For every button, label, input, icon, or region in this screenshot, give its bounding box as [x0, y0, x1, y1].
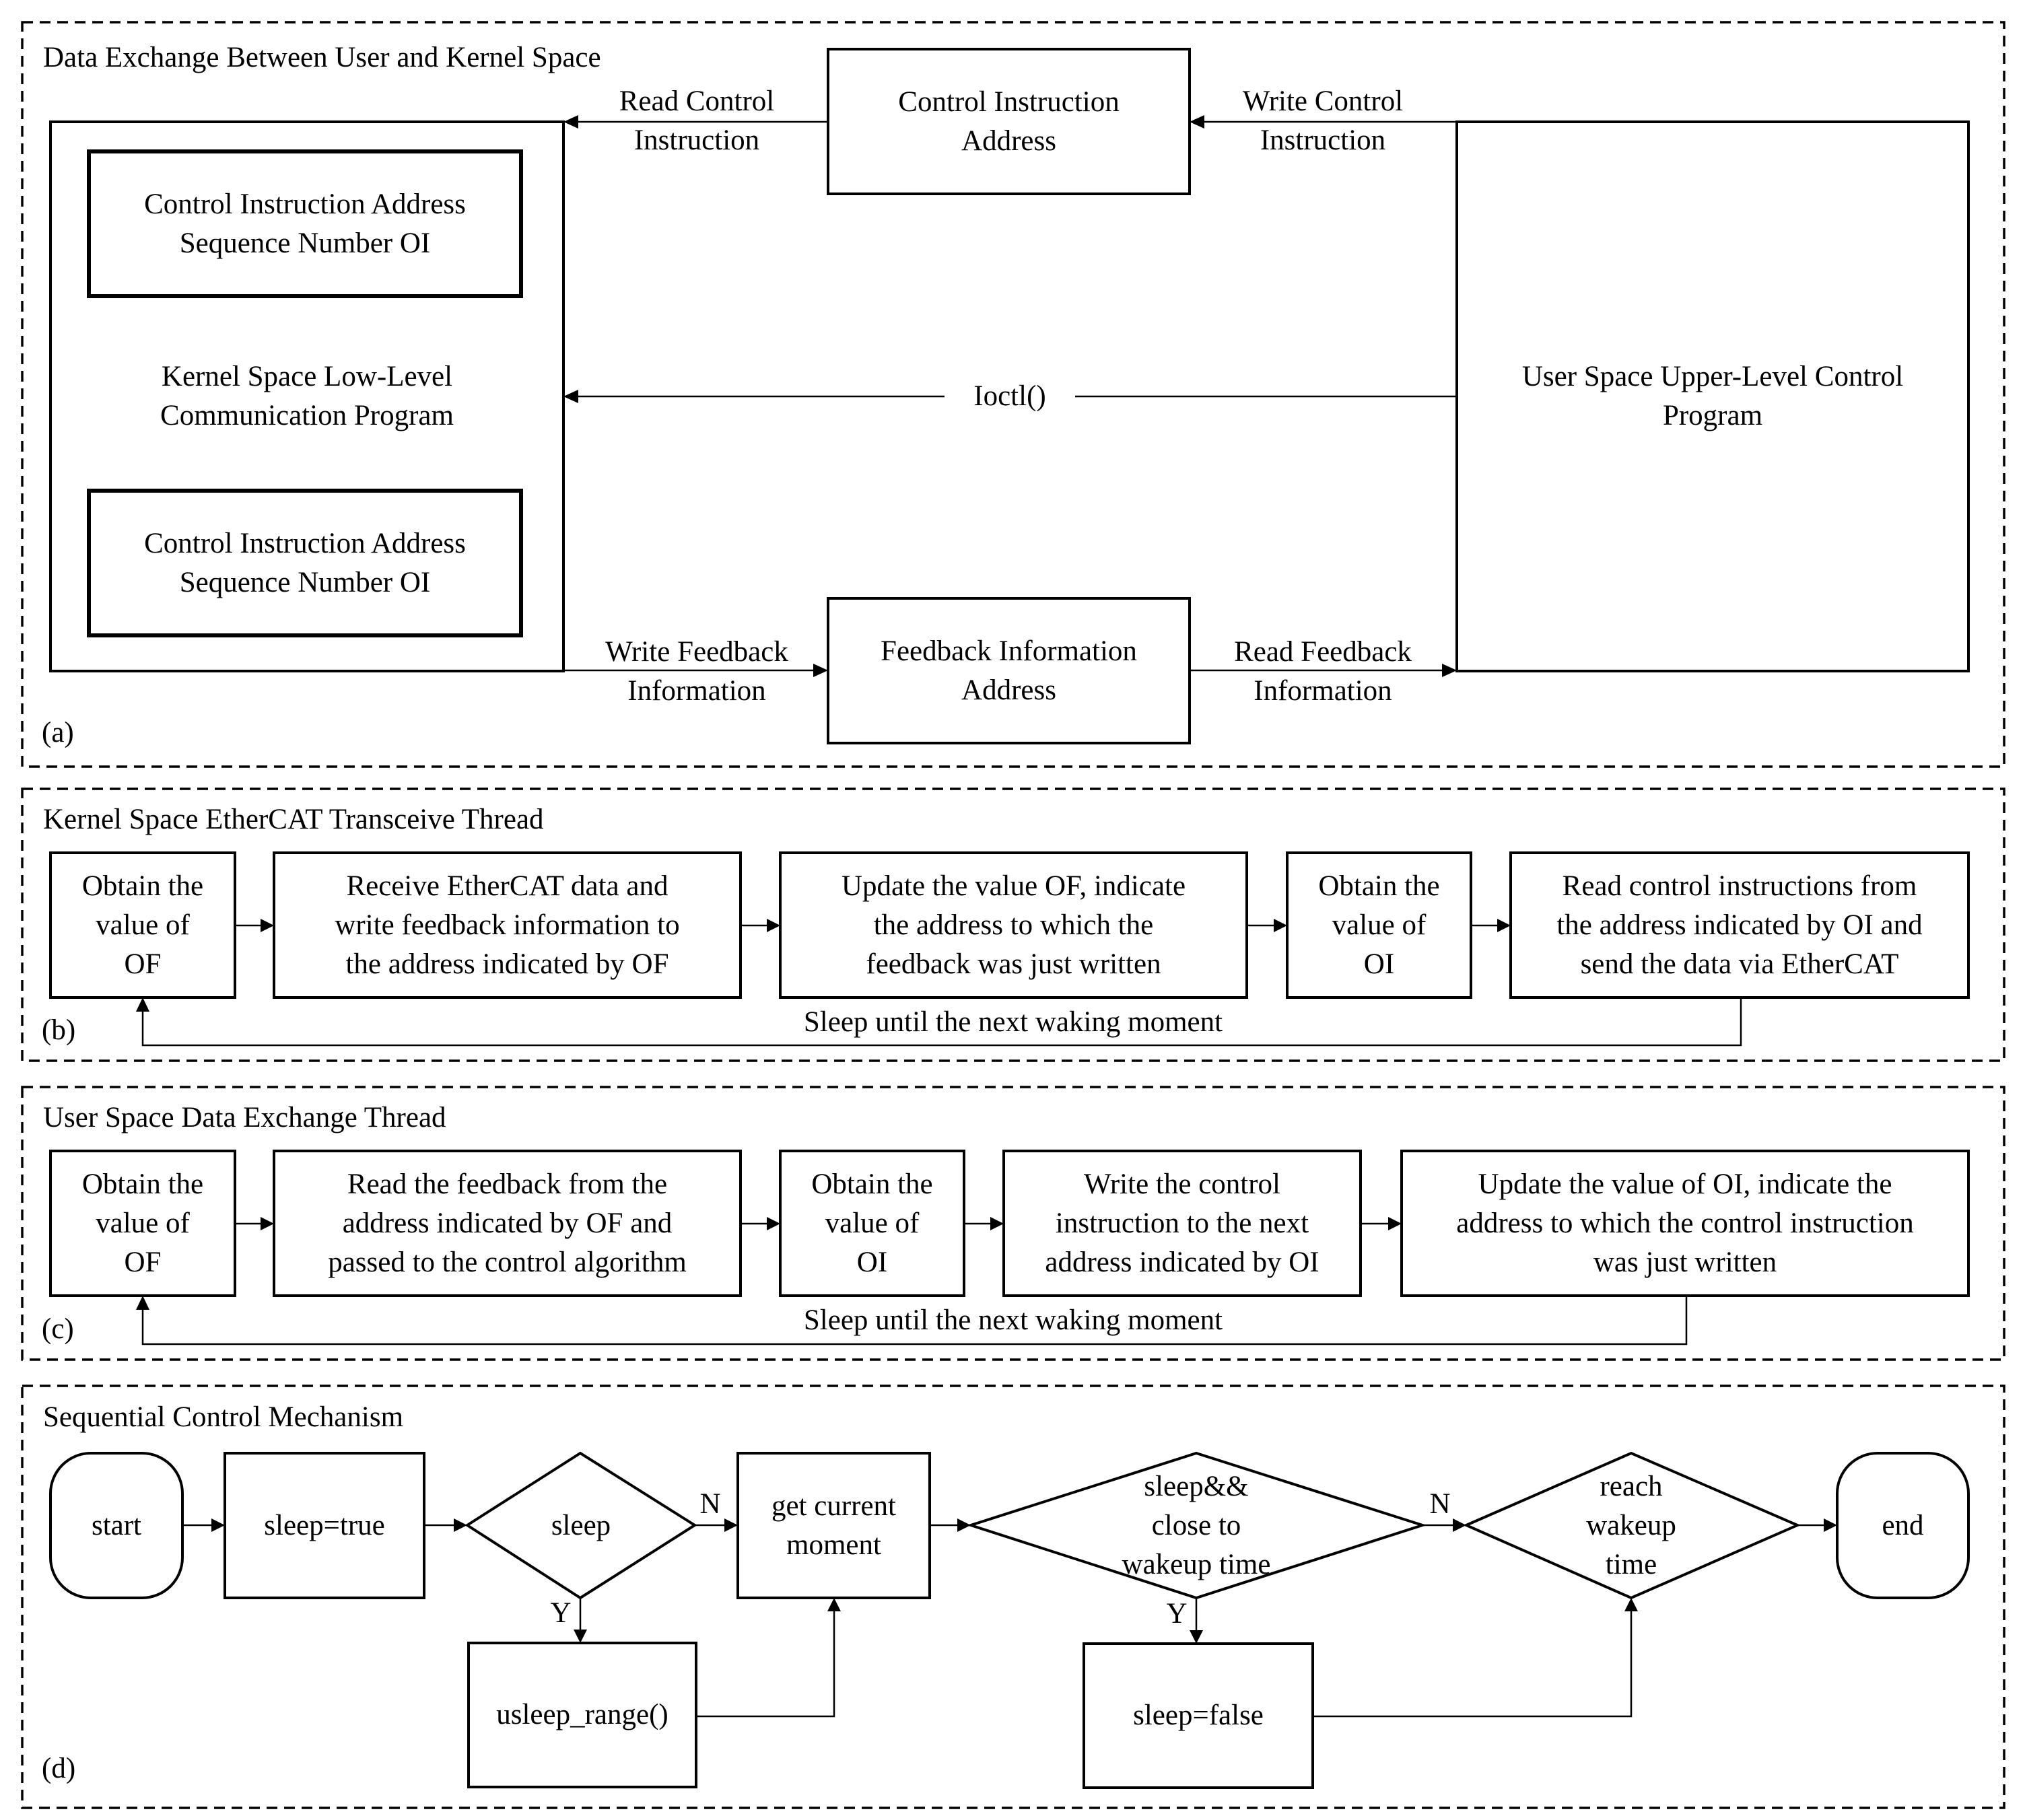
control-address-label: Control Instruction Address: [898, 85, 1120, 157]
panel-d-tag: (d): [42, 1753, 76, 1784]
c-step-2-label: Read the feedback from the address indic…: [328, 1168, 687, 1278]
b-loop-line: [141, 998, 1742, 1047]
d-arrow-n1-head: [724, 1518, 738, 1532]
c-arrow-4-head: [1388, 1217, 1402, 1230]
d-arrow-moment-head: [957, 1518, 971, 1532]
c-loop-label: Sleep until the next waking moment: [803, 1304, 1223, 1336]
read-feedback-label: Read Feedback Information: [1234, 636, 1412, 707]
panel-a-tag: (a): [42, 717, 74, 748]
b-arrow-3-head: [1274, 919, 1287, 932]
d-sleepfalse-return-line: [1313, 1610, 1633, 1718]
kernel-program-label: Kernel Space Low-Level Communication Pro…: [160, 361, 454, 431]
panel-b-tag: (b): [42, 1014, 76, 1046]
b-step-1-label: Obtain the value of OF: [81, 870, 204, 980]
b-step-3-label: Update the value OF, indicate the addres…: [841, 870, 1186, 980]
b-step-4-label: Obtain the value of OI: [1318, 870, 1440, 980]
d-arrow-end-head: [1824, 1518, 1837, 1532]
d-arrow-y2-head: [1190, 1630, 1203, 1644]
start-label: start: [91, 1509, 142, 1541]
c-loop-arrowhead: [136, 1296, 149, 1310]
kernel-inner-bottom-label: Control Instruction Address Sequence Num…: [144, 527, 466, 598]
c-step-4-label: Write the control instruction to the nex…: [1045, 1168, 1319, 1278]
feedback-address-label: Feedback Information Address: [881, 635, 1137, 706]
c-step-5-label: Update the value of OI, indicate the add…: [1456, 1168, 1914, 1278]
write-control-arrowhead: [1190, 115, 1204, 129]
sleep-false-label: sleep=false: [1133, 1700, 1264, 1731]
c-arrow-3-head: [990, 1217, 1004, 1230]
read-control-label: Read Control Instruction: [619, 85, 775, 156]
b-arrow-2-head: [767, 919, 780, 932]
panel-c-title: User Space Data Exchange Thread: [43, 1102, 446, 1133]
write-control-label: Write Control Instruction: [1242, 85, 1404, 156]
d-sleepfalse-return-head: [1624, 1598, 1638, 1611]
end-terminal: [1836, 1452, 1970, 1599]
panel-d-title: Sequential Control Mechanism: [43, 1401, 404, 1433]
get-moment-label: get current moment: [771, 1490, 897, 1561]
n1-label: N: [699, 1488, 721, 1520]
sleep-true-label: sleep=true: [264, 1509, 385, 1541]
d-usleep-return-line: [696, 1610, 835, 1718]
kernel-inner-top-label: Control Instruction Address Sequence Num…: [144, 188, 466, 259]
close-decision-label: sleep&& close to wakeup time: [1122, 1471, 1271, 1580]
n2-label: N: [1429, 1488, 1451, 1520]
read-control-arrowhead: [563, 115, 578, 129]
panel-d-border: [21, 1385, 2005, 1809]
d-usleep-return-head: [827, 1598, 841, 1611]
sleep-decision-label: sleep: [551, 1509, 611, 1541]
c-arrow-1-head: [261, 1217, 274, 1230]
panel-b-title: Kernel Space EtherCAT Transceive Thread: [43, 804, 544, 835]
c-step-3-label: Obtain the value of OI: [811, 1168, 933, 1278]
b-arrow-1-head: [261, 919, 274, 932]
y1-label: Y: [550, 1597, 572, 1629]
b-step-5-label: Read control instructions from the addre…: [1556, 870, 1923, 980]
d-arrow-n2-head: [1453, 1518, 1466, 1532]
panel-c-tag: (c): [42, 1313, 74, 1345]
write-feedback-arrowhead: [813, 664, 828, 677]
d-arrow-sleeptrue-head: [454, 1518, 467, 1532]
reach-decision-label: reach wakeup time: [1586, 1471, 1676, 1580]
b-arrow-4-head: [1497, 919, 1511, 932]
d-arrow-start-head: [211, 1518, 225, 1532]
c-step-5-box: [1400, 1150, 1970, 1297]
y2-label: Y: [1166, 1598, 1188, 1630]
write-feedback-label: Write Feedback Information: [605, 636, 788, 707]
usleep-label: usleep_range(): [496, 1699, 668, 1730]
panel-a-title: Data Exchange Between User and Kernel Sp…: [43, 42, 601, 73]
ioctl-label: Ioctl(): [973, 380, 1046, 412]
b-loop-label: Sleep until the next waking moment: [803, 1006, 1223, 1038]
end-label: end: [1882, 1509, 1924, 1541]
b-step-2-label: Receive EtherCAT data and write feedback…: [335, 870, 680, 980]
c-arrow-2-head: [767, 1217, 780, 1230]
c-step-1-label: Obtain the value of OF: [81, 1168, 204, 1278]
usleep-box: [467, 1642, 697, 1788]
b-loop-arrowhead: [136, 998, 149, 1012]
user-program-label: User Space Upper-Level Control Program: [1521, 361, 1904, 431]
kernel-inner-bottom-box: [87, 489, 523, 637]
d-arrow-y1-head: [574, 1630, 587, 1643]
panel-b-border: [21, 788, 2005, 1062]
c-loop-line: [141, 1296, 1688, 1345]
panel-c-border: [21, 1086, 2005, 1361]
b-step-5-box: [1509, 851, 1970, 999]
panel-a-border: [21, 21, 2005, 768]
ioctl-arrowhead: [563, 390, 578, 403]
kernel-inner-top-box: [87, 149, 523, 298]
read-feedback-arrowhead: [1442, 664, 1457, 677]
